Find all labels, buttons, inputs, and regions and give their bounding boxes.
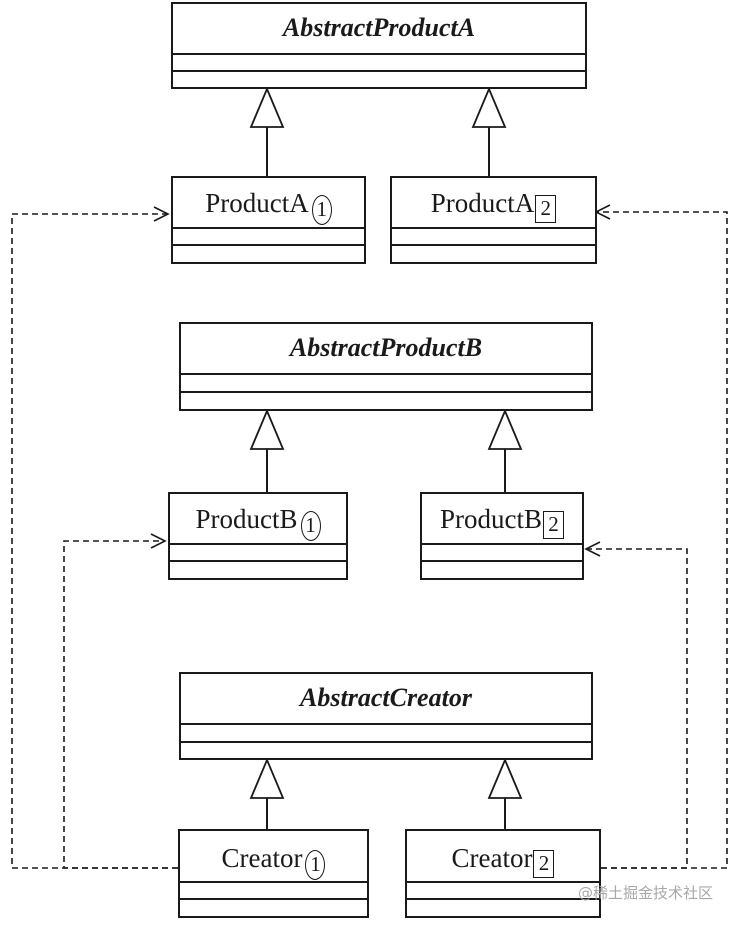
attributes-section xyxy=(181,725,591,743)
attributes-section xyxy=(180,883,367,900)
attributes-section xyxy=(173,229,364,246)
class-abstract-product-b: AbstractProductB xyxy=(179,322,593,411)
circled-number-mark: 1 xyxy=(300,511,321,541)
generalization-arrowhead xyxy=(249,757,285,799)
dependency-line xyxy=(63,540,178,869)
dependency-line xyxy=(586,548,688,869)
attributes-section xyxy=(173,55,585,72)
boxed-number-mark: 2 xyxy=(533,850,555,878)
class-name: AbstractCreator xyxy=(181,674,591,725)
circled-number-mark: 1 xyxy=(311,195,332,225)
attributes-section xyxy=(181,375,591,393)
dependency-line xyxy=(596,211,728,869)
watermark: @稀土掘金技术社区 xyxy=(578,884,714,902)
class-abstract-creator: AbstractCreator xyxy=(179,672,593,760)
class-name: Creator xyxy=(221,843,303,873)
boxed-number-mark: 2 xyxy=(543,511,564,539)
class-name: ProductB xyxy=(439,504,542,534)
class-name: ProductA xyxy=(205,188,309,218)
class-name: Creator xyxy=(451,843,533,873)
attributes-section xyxy=(407,883,599,900)
generalization-arrowhead xyxy=(471,86,507,128)
attributes-section xyxy=(170,545,346,562)
generalization-arrowhead xyxy=(249,408,285,450)
generalization-arrowhead xyxy=(487,757,523,799)
class-abstract-product-a: AbstractProductA xyxy=(171,2,587,89)
class-name: ProductB xyxy=(195,504,298,534)
dependency-arrowhead xyxy=(584,541,601,557)
attributes-section xyxy=(422,545,582,562)
dependency-arrowhead xyxy=(153,206,170,222)
generalization-arrowhead xyxy=(487,408,523,450)
attributes-section xyxy=(392,229,595,246)
dependency-arrowhead xyxy=(150,533,167,549)
boxed-number-mark: 2 xyxy=(535,195,557,223)
circled-number-mark: 1 xyxy=(305,850,326,880)
generalization-arrowhead xyxy=(249,86,285,128)
class-name: AbstractProductA xyxy=(173,4,585,55)
class-name: ProductA xyxy=(430,188,535,218)
class-name: AbstractProductB xyxy=(181,324,591,375)
